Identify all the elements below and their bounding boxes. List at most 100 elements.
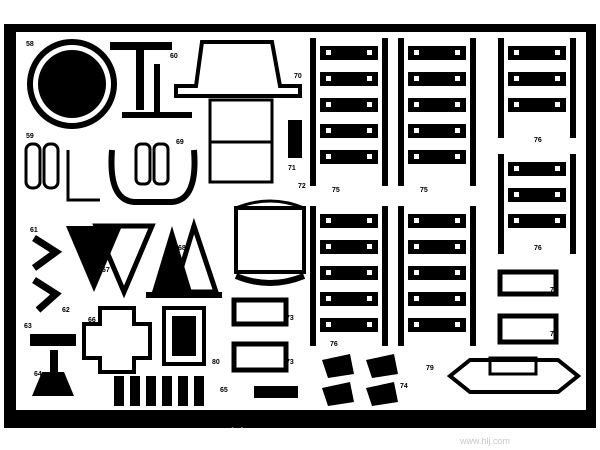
- ladder-rail: [310, 206, 316, 346]
- ladder-hole: [326, 128, 331, 133]
- label-70: 70: [294, 73, 302, 80]
- ladder-rung: [320, 318, 378, 332]
- label-73c: 73: [550, 287, 558, 294]
- ladder-hole: [514, 192, 519, 197]
- ladder-rung: [508, 214, 566, 228]
- ladder-hole: [555, 218, 560, 223]
- label-76c: 76: [332, 215, 340, 222]
- ladder-rail: [398, 38, 404, 186]
- part-73-brackets-right: [497, 269, 559, 345]
- label-63: 63: [24, 323, 32, 330]
- ladder-rung: [408, 318, 466, 332]
- ladder-hole: [414, 296, 419, 301]
- ladder-hole: [414, 218, 419, 223]
- part-69-bracket: [108, 142, 198, 205]
- label-67: 67: [102, 267, 110, 274]
- part-65-tabs: [114, 376, 204, 406]
- ladder-hole: [367, 322, 372, 327]
- ladder-rail: [310, 38, 316, 186]
- ladder-hole: [326, 296, 331, 301]
- ladder-rail: [382, 38, 388, 186]
- part-74-clips: [322, 354, 398, 406]
- label-65: 65: [220, 387, 228, 394]
- ladder-rung: [508, 98, 566, 112]
- label-64: 64: [34, 371, 42, 378]
- part-strip: [254, 386, 298, 398]
- part-79-cover: [446, 356, 582, 394]
- label-58: 58: [26, 41, 34, 48]
- ladder-hole: [367, 296, 372, 301]
- ladder-rail: [470, 206, 476, 346]
- ladder-hole: [367, 128, 372, 133]
- ladder-rail: [470, 38, 476, 186]
- ladder-hole: [414, 50, 419, 55]
- ladder-rung: [320, 150, 378, 164]
- label-71: 71: [288, 165, 296, 172]
- label-68: 68: [178, 245, 186, 252]
- label-80: 80: [212, 359, 220, 366]
- ladder-rung: [320, 214, 378, 228]
- part-58-ring: [27, 39, 117, 129]
- ladder-rung: [508, 46, 566, 60]
- ladder-hole: [367, 50, 372, 55]
- part-68-struts: [146, 217, 222, 298]
- ladder-rung: [320, 72, 378, 86]
- ladder-rung: [408, 150, 466, 164]
- ladder-rail: [398, 206, 404, 346]
- watermark: www.hlj.com: [460, 436, 511, 446]
- ladder-rail: [498, 154, 504, 254]
- ladder-rail: [570, 38, 576, 138]
- ladder-hole: [514, 102, 519, 107]
- ladder-rung: [408, 98, 466, 112]
- part-59-pads: [24, 142, 100, 202]
- part-67-struts: [66, 223, 156, 299]
- part-80-vent: [162, 306, 206, 366]
- ladder-hole: [367, 218, 372, 223]
- label-73b: 73: [286, 359, 294, 366]
- ladder-hole: [455, 76, 460, 81]
- photo-etch-fret: 58 59 60 61 62 63 64 65 66 67 68 69 70 7…: [4, 24, 596, 438]
- ladder-rung: [408, 266, 466, 280]
- ladder-hole: [455, 322, 460, 327]
- ladder-hole: [455, 128, 460, 133]
- ladder-hole: [367, 102, 372, 107]
- part-64-base: [32, 350, 74, 396]
- label-76b: 76: [534, 245, 542, 252]
- ladder-hole: [514, 218, 519, 223]
- ladder-rail: [498, 38, 504, 138]
- part-66-panel: [82, 306, 152, 374]
- label-62: 62: [62, 307, 70, 314]
- ladder-rung: [320, 240, 378, 254]
- part-70-housing: [174, 40, 302, 184]
- ladder-rung: [408, 214, 466, 228]
- label-76d: 76: [420, 215, 428, 222]
- ladder-hole: [326, 102, 331, 107]
- ladder-hole: [455, 244, 460, 249]
- part-73-brackets-left: [231, 297, 289, 373]
- ladder-hole: [555, 192, 560, 197]
- ladder-hole: [414, 270, 419, 275]
- ladder-hole: [367, 154, 372, 159]
- ladder-rung: [408, 292, 466, 306]
- ladder-hole: [455, 296, 460, 301]
- ladder-hole: [326, 154, 331, 159]
- ladder-rung: [508, 188, 566, 202]
- ladder-hole: [514, 166, 519, 171]
- ladder-hole: [455, 50, 460, 55]
- ladder-hole: [455, 154, 460, 159]
- kit-number: 72 160: [426, 427, 463, 438]
- label-60: 60: [170, 53, 178, 60]
- ladder-hole: [326, 322, 331, 327]
- label-75b: 75: [420, 187, 428, 194]
- ladder-hole: [414, 128, 419, 133]
- part-71-strip: [288, 120, 302, 158]
- part-61-62-chevrons: [31, 235, 63, 313]
- ladder-hole: [514, 76, 519, 81]
- fret-footer: (c) EDUARD 1995 72 160 B-26 MARAUDER: [230, 427, 585, 438]
- ladder-rung: [408, 124, 466, 138]
- ladder-hole: [367, 244, 372, 249]
- label-69: 69: [176, 139, 184, 146]
- ladder-rail: [570, 154, 576, 254]
- ladder-hole: [326, 50, 331, 55]
- part-63-grille: [30, 334, 76, 346]
